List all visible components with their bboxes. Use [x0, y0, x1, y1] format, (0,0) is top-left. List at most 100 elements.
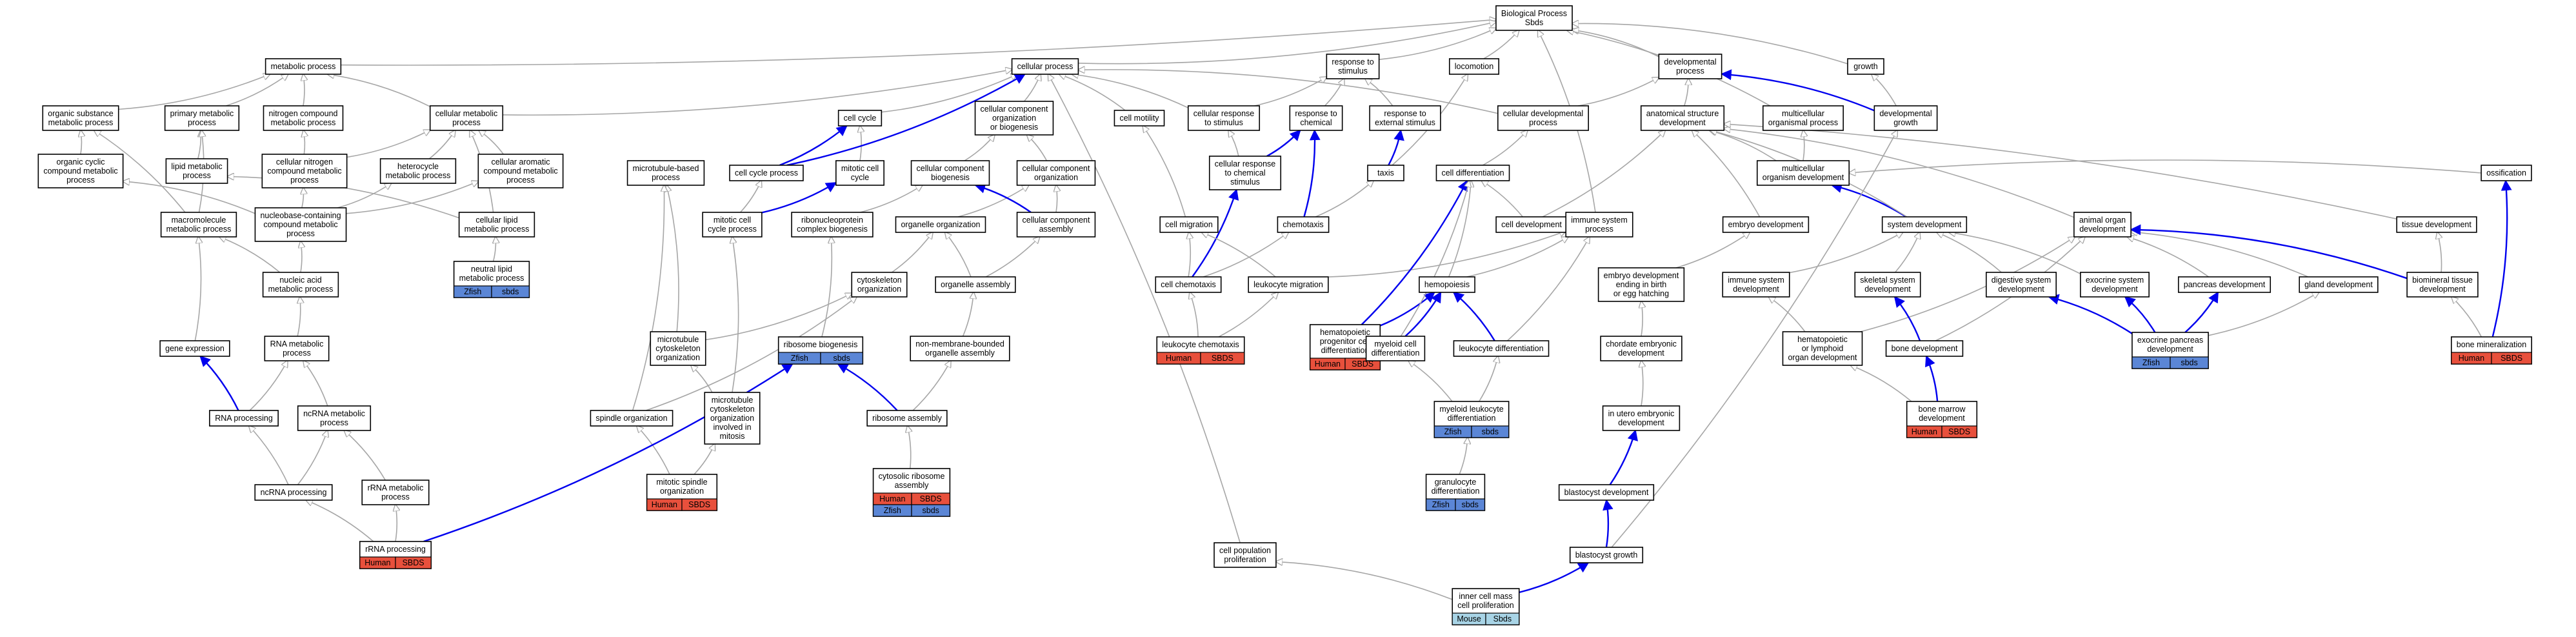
go-term-cell-dev[interactable]: cell development [1495, 216, 1568, 233]
go-term-blastocyst-growth[interactable]: blastocyst growth [1569, 547, 1644, 563]
go-term-blastocyst-dev[interactable]: blastocyst development [1558, 484, 1655, 501]
go-term-sys-dev[interactable]: system development [1881, 216, 1968, 233]
go-term-org-org[interactable]: organelle organization [895, 216, 986, 233]
go-term-cc-proc[interactable]: cell cycle process [729, 165, 804, 181]
go-term-growth[interactable]: growth [1847, 58, 1884, 75]
go-term-cell-diff[interactable]: cell differentiation [1435, 165, 1510, 181]
go-term-spindle[interactable]: spindle organization [590, 410, 674, 427]
go-term-org-assembly[interactable]: organelle assembly [935, 276, 1016, 293]
go-term-tissue-dev[interactable]: tissue development [2396, 216, 2477, 233]
go-term-leuk-mig[interactable]: leukocyte migration [1248, 276, 1329, 293]
node-box [1367, 165, 1404, 181]
go-term-cell-cycle[interactable]: cell cycle [837, 110, 883, 126]
go-term-cell-mob[interactable]: cell motility [1113, 110, 1165, 126]
go-term-locomotion[interactable]: locomotion [1448, 58, 1500, 75]
go-term-metabolic[interactable]: metabolic process [265, 58, 342, 75]
go-term-cell-chemotaxis[interactable]: cell chemotaxis [1155, 276, 1222, 293]
go-term-bone-dev[interactable]: bone development [1885, 340, 1964, 357]
go-term-ossif[interactable]: ossification [2481, 165, 2532, 181]
go-term-ribo-assembly[interactable]: ribosome assembly [866, 410, 948, 427]
go-term-hemopoiesis[interactable]: hemopoiesis [1419, 276, 1475, 293]
go-term-pancreas[interactable]: pancreas development [2177, 276, 2271, 293]
go-term-chemotaxis[interactable]: chemotaxis [1277, 216, 1330, 233]
go-term-taxis[interactable]: taxis [1367, 165, 1404, 181]
go-term-mt-mitosis[interactable]: microtubulecytoskeletonorganizationinvol… [704, 392, 761, 445]
species-badge-label: SBDS [1352, 359, 1373, 369]
go-term-cellular[interactable]: cellular process [1011, 58, 1079, 75]
go-term-cell-mig[interactable]: cell migration [1159, 216, 1219, 233]
go-term-gland[interactable]: gland development [2299, 276, 2379, 293]
go-term-leuk-diff[interactable]: leukocyte differentiation [1453, 340, 1550, 357]
go-term-rna-proc[interactable]: RNA processing [209, 410, 279, 427]
node-box [1873, 105, 1938, 131]
go-term-gene-expr[interactable]: gene expression [159, 340, 230, 357]
go-term-ncrna-proc[interactable]: ncRNA processing [254, 484, 333, 501]
go-term-embryo-dev[interactable]: embryo development [1722, 216, 1810, 233]
